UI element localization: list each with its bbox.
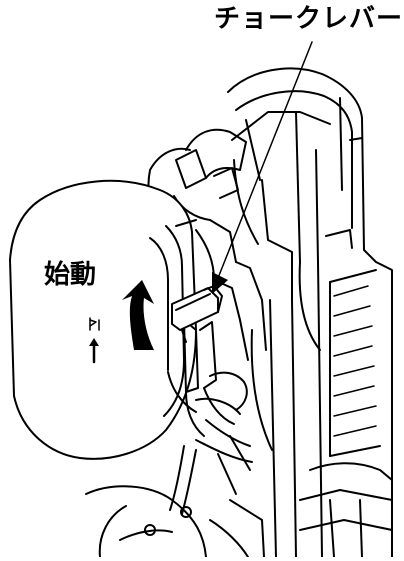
bottom-parts xyxy=(85,485,265,558)
callout-leader-line xyxy=(217,41,313,279)
choke-symbol-icon xyxy=(89,317,100,364)
curved-arrow-icon xyxy=(122,280,154,350)
choke-lever-label: チョークレバー xyxy=(214,4,404,34)
choke-lever xyxy=(171,285,223,343)
engine-frame xyxy=(227,67,393,558)
callout-arrowhead xyxy=(212,272,228,294)
starter-cover xyxy=(9,179,197,460)
start-label: 始動 xyxy=(44,260,97,290)
